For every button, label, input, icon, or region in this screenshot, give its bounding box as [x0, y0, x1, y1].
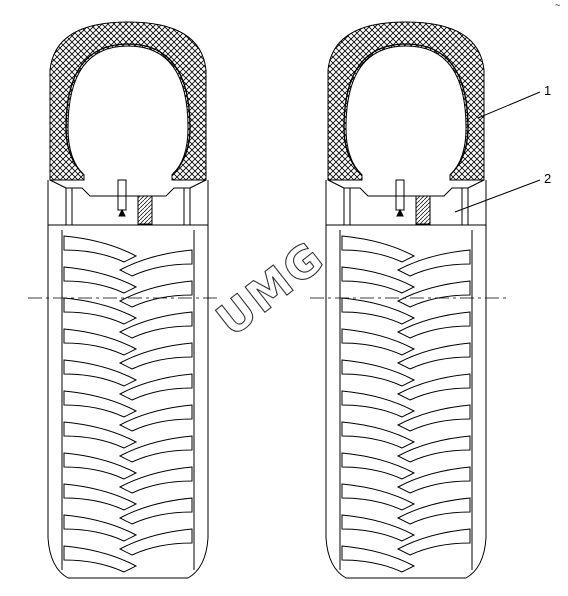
casing-hatched	[327, 21, 485, 181]
tread-lug	[118, 280, 193, 308]
tire-body-outline	[47, 225, 209, 579]
tread-lug	[396, 435, 471, 463]
tread-lug	[63, 359, 138, 387]
tread-lug	[63, 266, 138, 294]
tread-lug	[341, 328, 416, 356]
tire-body-outline	[325, 225, 487, 579]
tread-lug	[63, 483, 138, 511]
tread-lug	[396, 280, 471, 308]
tread-lug	[118, 404, 193, 432]
tread-lug	[341, 545, 416, 573]
watermark: UMG	[207, 232, 334, 347]
valve-hatched	[415, 195, 431, 225]
tread-lug	[63, 235, 138, 263]
tread-lug	[396, 528, 471, 556]
valve-stem	[117, 179, 127, 211]
tread-lug	[341, 297, 416, 325]
tread-lug	[396, 342, 471, 370]
tread-lug	[118, 435, 193, 463]
tread-lug	[396, 373, 471, 401]
tread-lug	[396, 466, 471, 494]
tread-lug	[63, 545, 138, 573]
tread-lug	[118, 497, 193, 525]
tread-lug	[63, 452, 138, 480]
tread-lug	[396, 311, 471, 339]
tread-lug	[63, 514, 138, 542]
tread-lug	[118, 342, 193, 370]
tread-lug	[118, 249, 193, 277]
tread-lug	[341, 235, 416, 263]
valve-stem	[395, 179, 405, 211]
tread-lug	[118, 373, 193, 401]
tread-lug	[341, 514, 416, 542]
tread-lug	[341, 359, 416, 387]
tread-pattern-left	[63, 235, 193, 573]
tread-lug	[396, 497, 471, 525]
tread-lug	[341, 390, 416, 418]
tread-lug	[63, 328, 138, 356]
tread-lug	[341, 452, 416, 480]
inner-tube	[65, 43, 191, 176]
tread-lug	[396, 404, 471, 432]
tread-lug	[341, 421, 416, 449]
rim	[343, 187, 469, 226]
label-1: 1	[544, 83, 551, 98]
valve-hatched	[137, 195, 153, 225]
leader-line-2	[454, 179, 541, 213]
tread-lug	[118, 528, 193, 556]
tire-left	[47, 21, 209, 579]
rim	[65, 187, 191, 226]
tread-pattern-right	[341, 235, 471, 573]
tread-lug	[118, 466, 193, 494]
tread-lug	[341, 266, 416, 294]
tread-lug	[63, 297, 138, 325]
tread-lug	[63, 421, 138, 449]
inner-tube	[343, 43, 469, 176]
leader-line-1	[477, 91, 541, 119]
label-2: 2	[544, 171, 551, 186]
tread-lug	[118, 311, 193, 339]
tread-lug	[63, 390, 138, 418]
corner-mark: ~	[555, 0, 560, 10]
casing-hatched	[49, 21, 207, 181]
tread-lug	[341, 483, 416, 511]
tire-right	[325, 21, 541, 579]
tread-lug	[396, 249, 471, 277]
